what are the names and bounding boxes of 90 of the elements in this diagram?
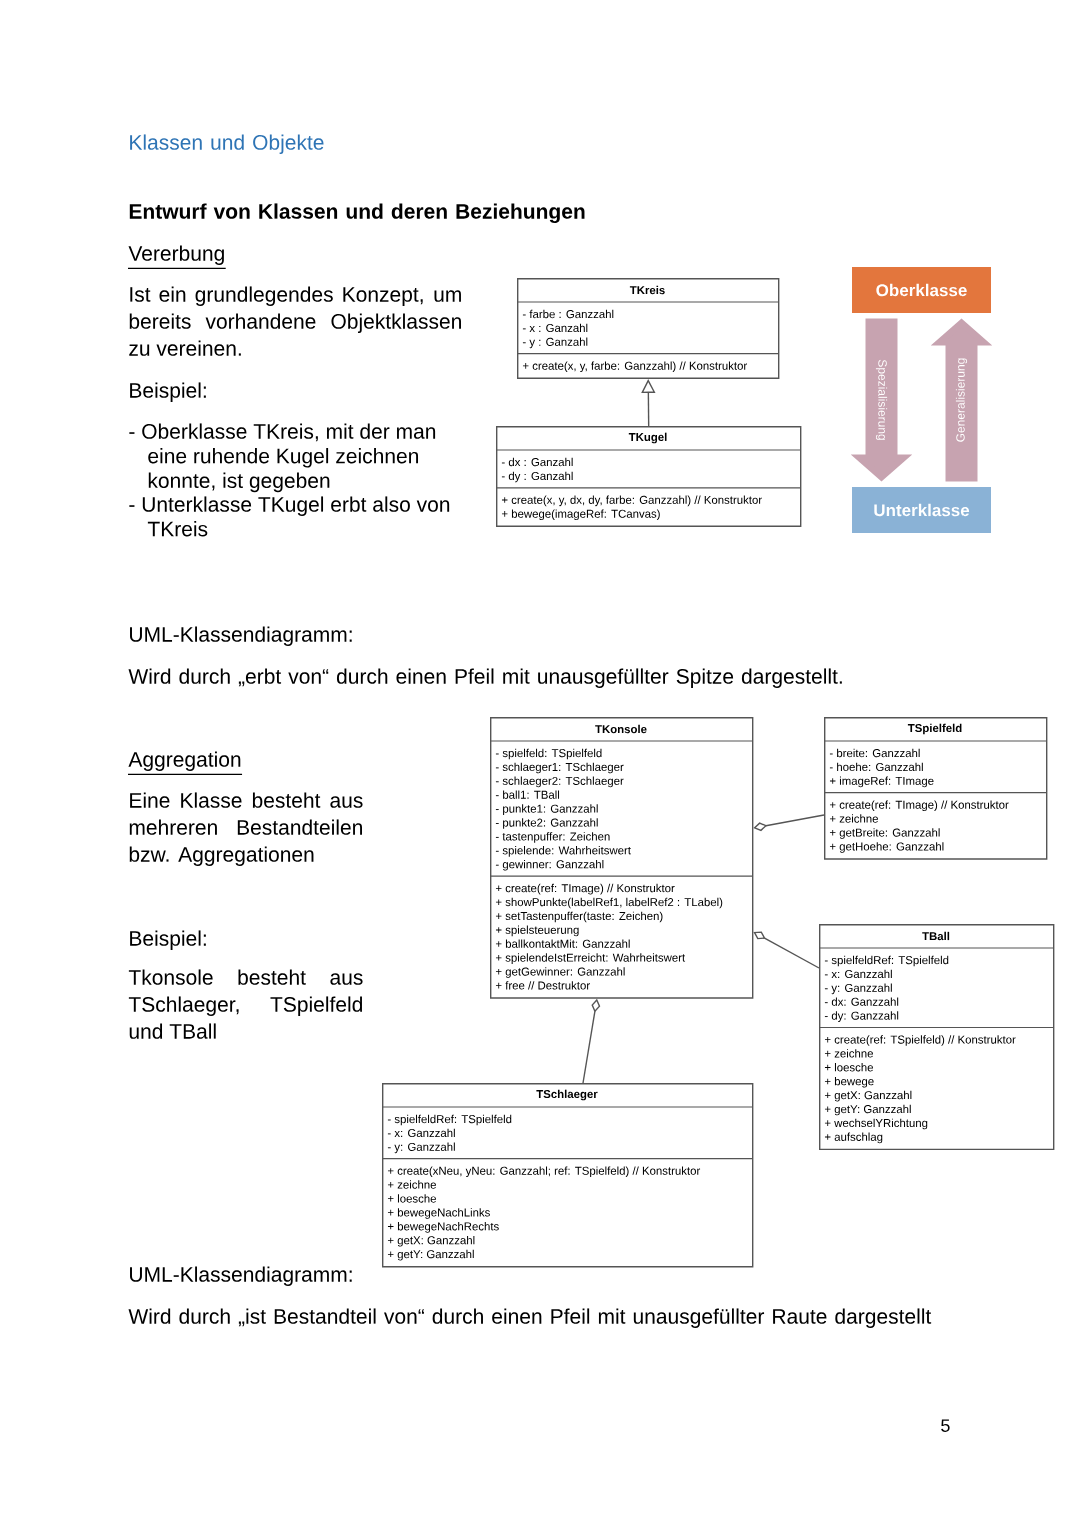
paragraph: Wird durch „erbt von“ durch einen Pfeil mit unausgefüllter Spitze dargestellt.: [128, 668, 842, 688]
section-heading: Vererbung: [127, 245, 227, 269]
connector: [641, 379, 656, 427]
class-name: TKreis: [629, 285, 665, 295]
attribute-text: - schlaeger2: TSchlaeger: [495, 776, 624, 788]
attribute-text: - spielende: Wahrheitswert: [495, 846, 631, 857]
class-name: TBall: [922, 931, 950, 941]
attribute-text: - x: Ganzzahl: [387, 1128, 455, 1138]
class-box: [489, 717, 754, 999]
attribute-text: - gewinner: Ganzzahl: [495, 859, 604, 871]
method-text: + free // Destruktor: [495, 981, 590, 990]
connector: [753, 814, 825, 832]
paragraph: Tkonsole besteht aus TSchlaeger, TSpielfeld und TBall: [128, 969, 363, 1039]
method-text: + getX: Ganzzahl: [824, 1090, 912, 1102]
method-text: + spielsteuerung: [495, 925, 579, 937]
method-text: + getGewinner: Ganzzahl: [495, 967, 625, 978]
attribute-text: - ball1: TBall: [495, 790, 560, 799]
class-box: [823, 717, 1048, 860]
method-text: + bewegeNachLinks: [387, 1208, 490, 1219]
method-text: + ballkontaktMit: Ganzzahl: [495, 939, 630, 948]
attribute-text: - breite: Ganzzahl: [829, 748, 920, 758]
class-box: [516, 278, 780, 379]
arrow-label: Generalisierung: [955, 358, 968, 442]
method-text: + showPunkte(labelRef1, labelRef2 : TLabel): [495, 897, 723, 909]
paragraph: Wird durch „ist Bestandteil von“ durch einen Pfeil mit unausgefüllter Raute dargestellt: [128, 1308, 932, 1328]
method-text: + create(x, y, dx, dy, farbe: Ganzzahl) // Konstruktor: [501, 495, 762, 507]
method-text: + spielendeIstErreicht: Wahrheitswert: [495, 953, 686, 964]
title: Entwurf von Klassen und deren Beziehungen: [129, 203, 585, 224]
section-heading: Aggregation: [127, 751, 243, 775]
method-text: + create(ref: TImage) // Konstruktor: [495, 883, 675, 895]
method-text: + bewege(imageRef: TCanvas): [501, 509, 660, 521]
method-text: + bewegeNachRechts: [387, 1222, 499, 1233]
connector: [753, 931, 820, 969]
class-box: [495, 426, 802, 527]
attribute-text: + imageRef: TImage: [829, 776, 934, 788]
method-text: + loesche: [824, 1063, 873, 1072]
method-text: + zeichne: [829, 814, 878, 823]
attribute-text: - spielfeld: TSpielfeld: [495, 748, 602, 760]
attribute-text: - dy : Ganzahl: [501, 471, 573, 483]
attribute-text: - x: Ganzzahl: [824, 969, 892, 979]
arrow-label: Spezialisierung: [875, 359, 888, 440]
class-name: TSchlaeger: [536, 1089, 598, 1101]
method-text: + bewege: [824, 1076, 874, 1088]
bullet-item: - Unterklasse TKugel erbt also von TKreis: [129, 496, 450, 537]
attribute-text: - hoehe: Ganzzahl: [829, 762, 923, 772]
attribute-text: - dx: Ganzzahl: [824, 997, 899, 1006]
attribute-text: - punkte1: Ganzzahl: [495, 804, 598, 815]
class-box: [381, 1083, 754, 1268]
attribute-text: - spielfeldRef: TSpielfeld: [387, 1114, 512, 1126]
method-text: + create(ref: TImage) // Konstruktor: [829, 800, 1009, 812]
attribute-text: - x : Ganzahl: [522, 323, 588, 333]
method-text: + create(ref: TSpielfeld) // Konstruktor: [824, 1035, 1016, 1046]
paragraph: Eine Klasse besteht aus mehreren Bestandteilen bzw. Aggregationen: [129, 792, 363, 866]
class-name: TSpielfeld: [907, 723, 962, 735]
class-level-box: Unterklasse: [852, 487, 991, 533]
attribute-text: - y: Ganzzahl: [824, 983, 892, 995]
method-text: + create(x, y, farbe: Ganzzahl) // Konstruktor: [522, 361, 747, 373]
page-header: Klassen und Objekte: [130, 134, 324, 154]
example-heading: Beispiel:: [130, 930, 206, 950]
attribute-text: - schlaeger1: TSchlaeger: [495, 762, 624, 774]
method-text: + zeichne: [387, 1180, 436, 1189]
attribute-text: - spielfeldRef: TSpielfeld: [824, 955, 949, 967]
method-text: + getY: Ganzzahl: [387, 1249, 474, 1261]
page-number: 5: [941, 1419, 950, 1432]
class-name: TKugel: [628, 432, 667, 444]
attribute-text: - y : Ganzahl: [522, 337, 588, 349]
method-text: + getX: Ganzzahl: [387, 1235, 475, 1247]
method-text: + zeichne: [824, 1049, 873, 1058]
method-text: + getY: Ganzzahl: [824, 1104, 911, 1116]
paragraph: Ist ein grundlegendes Konzept, um bereits vorhandene Objektklassen zu vereinen.: [129, 286, 461, 356]
diagram-heading: UML-Klassendiagramm:: [130, 626, 352, 646]
attribute-text: - dy: Ganzzahl: [824, 1011, 899, 1022]
method-text: + getBreite: Ganzzahl: [829, 828, 940, 839]
method-text: + getHoehe: Ganzzahl: [829, 842, 944, 853]
attribute-text: - farbe : Ganzzahl: [522, 309, 614, 319]
method-text: + loesche: [387, 1194, 436, 1203]
method-text: + wechselYRichtung: [824, 1118, 928, 1130]
class-box: [818, 924, 1055, 1151]
bullet-item: - Oberklasse TKreis, mit der man eine ruhende Kugel zeichnen konnte, ist gegeben: [129, 423, 436, 493]
attribute-text: - tastenpuffer: Zeichen: [495, 832, 610, 843]
attribute-text: - y: Ganzzahl: [387, 1142, 455, 1154]
method-text: + aufschlag: [824, 1132, 883, 1144]
attribute-text: - dx : Ganzahl: [501, 457, 573, 467]
attribute-text: - punkte2: Ganzzahl: [495, 818, 598, 829]
class-level-box: Oberklasse: [852, 267, 991, 313]
diagram-heading: UML-Klassendiagramm:: [130, 1266, 352, 1286]
method-text: + create(xNeu, yNeu: Ganzzahl; ref: TSpielfeld) // Konstruktor: [387, 1166, 701, 1178]
example-heading: Beispiel:: [130, 382, 206, 402]
class-name: TKonsole: [595, 724, 647, 734]
method-text: + setTastenpuffer(taste: Zeichen): [495, 911, 663, 923]
